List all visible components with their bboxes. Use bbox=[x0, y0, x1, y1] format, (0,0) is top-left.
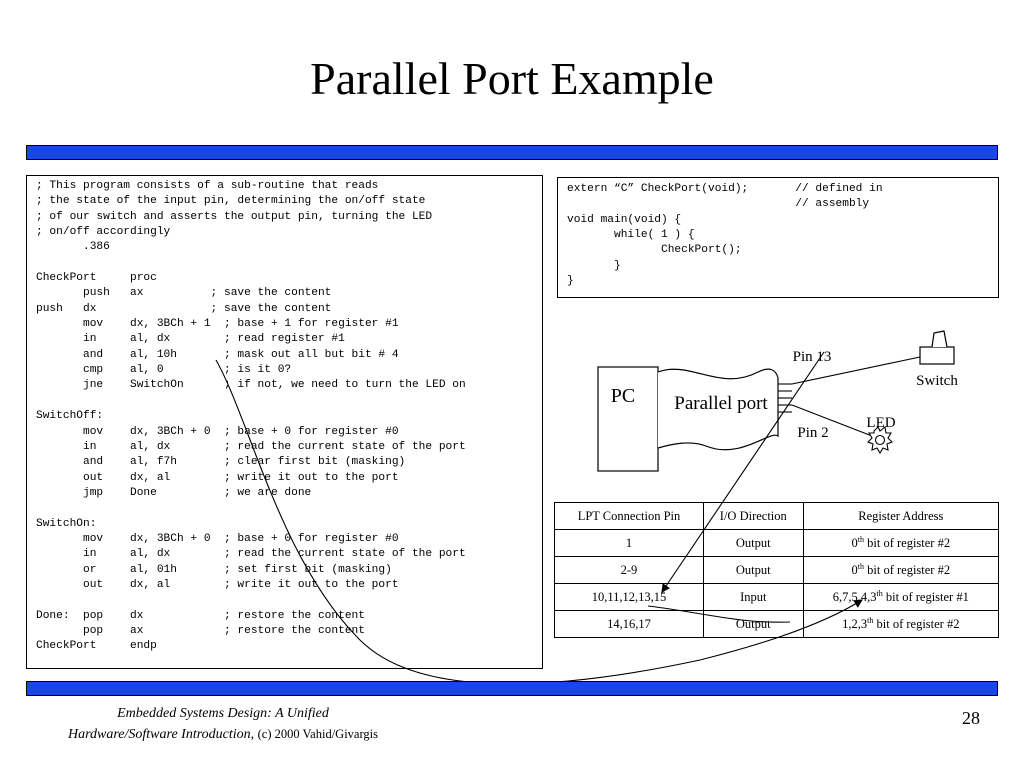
assembly-code-line: jne SwitchOn ; if not, we need to turn t… bbox=[36, 379, 466, 392]
ordinal-suffix: th bbox=[867, 615, 874, 625]
lpt-pin-table: LPT Connection Pin I/O Direction Registe… bbox=[554, 502, 1000, 638]
assembly-code-line: CheckPort endp bbox=[36, 640, 157, 653]
c-code-line: // assembly bbox=[567, 198, 870, 211]
top-divider-bar bbox=[26, 145, 998, 160]
slide-title: Parallel Port Example bbox=[310, 53, 714, 104]
header-lpt-pin: LPT Connection Pin bbox=[554, 502, 704, 530]
assembly-code-line: ; of our switch and asserts the output p… bbox=[36, 210, 433, 223]
bottom-divider-bar bbox=[26, 681, 998, 696]
register-text: bit of register #1 bbox=[882, 590, 969, 605]
parallel-port-label: Parallel port bbox=[674, 393, 768, 414]
assembly-code-line: Done: pop dx ; restore the content bbox=[36, 609, 365, 622]
header-io-direction: I/O Direction bbox=[702, 502, 804, 530]
register-bits: 1,2,3 bbox=[842, 617, 868, 632]
pc-box bbox=[597, 366, 659, 472]
led-icon bbox=[867, 425, 893, 455]
assembly-code-line: or al, 01h ; set first bit (masking) bbox=[36, 563, 392, 576]
c-code-box: extern “C” CheckPort(void); // defined i… bbox=[557, 177, 999, 298]
cell-register: 0th bit of register #2 bbox=[802, 556, 1000, 584]
c-code-line: void main(void) { bbox=[567, 213, 682, 226]
assembly-code-line: pop ax ; restore the content bbox=[36, 624, 365, 637]
register-bits: 6,7,5,4,3 bbox=[832, 590, 877, 605]
assembly-code-line: and al, f7h ; clear first bit (masking) bbox=[36, 456, 406, 469]
c-code-line: while( 1 ) { bbox=[567, 229, 695, 242]
c-code-line: } bbox=[567, 275, 574, 288]
cell-register: 6,7,5,4,3th bit of register #1 bbox=[802, 583, 1000, 611]
assembly-code-line: ; This program consists of a sub-routine… bbox=[36, 180, 379, 192]
assembly-code-box: ; This program consists of a sub-routine… bbox=[26, 175, 543, 669]
register-text: bit of register #2 bbox=[873, 617, 960, 632]
parallel-port-connector bbox=[657, 368, 779, 451]
page-number: 28 bbox=[962, 708, 980, 728]
assembly-code-line: mov dx, 3BCh + 0 ; base + 0 for register… bbox=[36, 425, 399, 438]
assembly-code-line: cmp al, 0 ; is it 0? bbox=[36, 364, 292, 377]
switch-label: Switch bbox=[916, 373, 958, 389]
header-register-address: Register Address bbox=[802, 502, 1000, 530]
footer-book-title: Embedded Systems Design: A Unified Hardw… bbox=[38, 704, 408, 745]
assembly-code-line: out dx, al ; write it out to the port bbox=[36, 578, 399, 591]
cell-direction: Output bbox=[702, 610, 804, 638]
register-text: bit of register #2 bbox=[864, 563, 951, 578]
cell-direction: Output bbox=[702, 529, 804, 557]
assembly-code-line: push ax ; save the content bbox=[36, 287, 332, 300]
pin2-label: Pin 2 bbox=[797, 425, 828, 441]
led-label: LED bbox=[866, 415, 895, 431]
c-code-line: CheckPort(); bbox=[567, 244, 742, 257]
cell-pin: 10,11,12,13,15 bbox=[554, 583, 704, 611]
pin13-wire bbox=[791, 356, 921, 385]
footer-book-line1: Embedded Systems Design: A Unified bbox=[117, 706, 329, 721]
cell-register: 0th bit of register #2 bbox=[802, 529, 1000, 557]
assembly-code-line: CheckPort proc bbox=[36, 272, 157, 285]
assembly-code-line: ; on/off accordingly bbox=[36, 226, 171, 239]
assembly-code-line: push dx ; save the content bbox=[36, 302, 332, 315]
assembly-code-line bbox=[36, 394, 542, 409]
assembly-code-line: ; the state of the input pin, determinin… bbox=[36, 195, 426, 208]
c-code-line: } bbox=[567, 259, 621, 272]
switch-icon bbox=[919, 330, 955, 365]
ordinal-suffix: th bbox=[876, 588, 883, 598]
assembly-code-line bbox=[36, 593, 542, 608]
cell-pin: 14,16,17 bbox=[554, 610, 704, 638]
footer-book-line2: Hardware/Software Introduction, bbox=[67, 727, 255, 742]
assembly-code-line: mov dx, 3BCh + 1 ; base + 1 for register… bbox=[36, 318, 399, 331]
cell-direction: Output bbox=[702, 556, 804, 584]
assembly-code-line: SwitchOn: bbox=[36, 517, 97, 530]
cell-direction: Input bbox=[702, 583, 804, 611]
assembly-code-line: out dx, al ; write it out to the port bbox=[36, 471, 399, 484]
c-code-line: extern “C” CheckPort(void); // defined i… bbox=[567, 183, 883, 195]
assembly-code-line bbox=[36, 501, 542, 516]
assembly-code-line: jmp Done ; we are done bbox=[36, 486, 312, 499]
table-header-row: LPT Connection Pin I/O Direction Registe… bbox=[554, 502, 1000, 530]
cell-pin: 2-9 bbox=[554, 556, 704, 584]
assembly-code-line: in al, dx ; read the current state of th… bbox=[36, 440, 466, 453]
assembly-code-line bbox=[36, 256, 542, 271]
pin2-wire bbox=[791, 404, 873, 437]
register-text: bit of register #2 bbox=[864, 536, 951, 551]
assembly-code-line: .386 bbox=[36, 241, 110, 254]
assembly-code-line: SwitchOff: bbox=[36, 410, 104, 423]
footer-copyright: (c) 2000 Vahid/Givargis bbox=[257, 727, 378, 741]
pin13-label: Pin 13 bbox=[793, 349, 832, 365]
assembly-code-line: in al, dx ; read the current state of th… bbox=[36, 548, 466, 561]
assembly-code-line: in al, dx ; read register #1 bbox=[36, 333, 345, 346]
pc-label: PC bbox=[611, 385, 635, 407]
assembly-code-line: mov dx, 3BCh + 0 ; base + 0 for register… bbox=[36, 532, 399, 545]
cell-register: 1,2,3th bit of register #2 bbox=[802, 610, 1000, 638]
cell-pin: 1 bbox=[554, 529, 704, 557]
pin-stubs bbox=[778, 383, 792, 413]
assembly-code-line: and al, 10h ; mask out all but bit # 4 bbox=[36, 348, 399, 361]
